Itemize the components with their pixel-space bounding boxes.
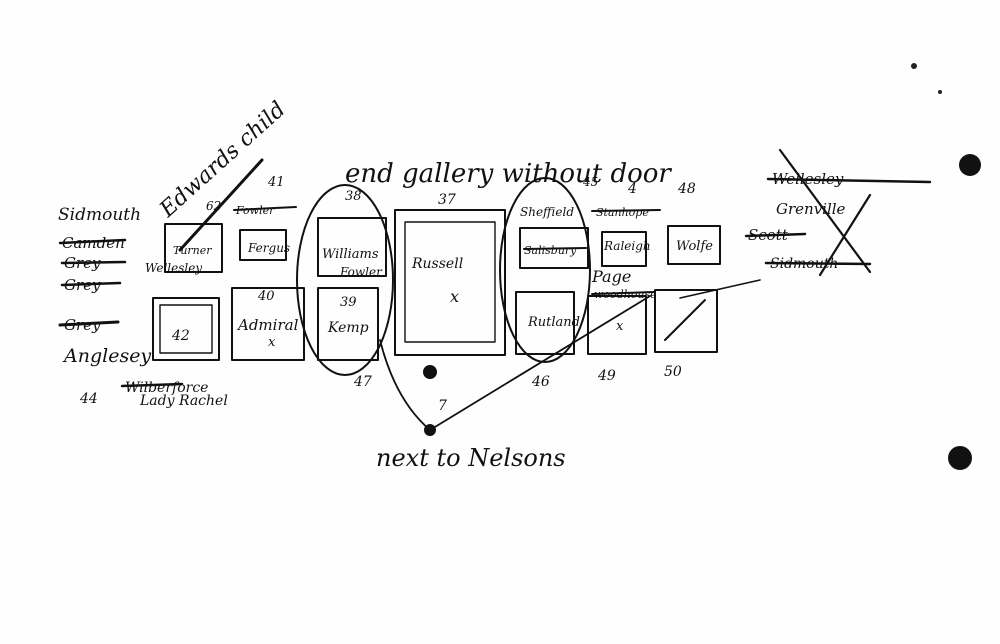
label-williams: Williams [322,247,379,262]
label-41: 41 [267,175,285,190]
label-38: 38 [345,189,362,204]
left-name-1: Sidmouth [58,205,141,225]
picture-frame [231,287,305,361]
label-37: 37 [438,192,456,208]
speck [938,90,942,94]
strike [591,291,655,295]
strike [120,382,184,388]
strike [233,206,297,211]
label-46: 46 [531,374,550,390]
diagonal-mark [664,299,706,341]
strike [58,320,120,327]
label-39: 39 [340,295,357,310]
cross-out [778,148,872,277]
strike [591,209,661,212]
label-wellesley: Wellesley [145,261,202,275]
label-45: 45 [582,175,598,189]
label-49: 49 [597,368,616,384]
label-fowler-2: Fowler [339,265,383,279]
label-fowler: Fowler [235,204,275,217]
picture-frame [667,225,721,265]
label-admiral: Admiral [236,316,299,334]
label-wolfe: Wolfe [676,239,713,254]
picture-frame [317,287,379,361]
diagonal-strike [178,158,264,252]
speck [911,63,917,69]
picture-frame [164,223,223,273]
strike [766,177,932,184]
mark-x: x [450,287,459,306]
label-kemp: Kemp [327,320,369,336]
label-salisbury: Salisbury [524,244,577,257]
picture-frame-inner [159,304,213,354]
label-stanhope: Stanhope [596,206,649,219]
label-lady-rachel: Lady Rachel [139,393,228,409]
label-turner: Turner [173,244,212,257]
label-raleigh: Raleigh [603,239,651,253]
strike [744,232,807,238]
picture-frame [317,217,387,277]
punch-hole [948,446,972,470]
ink-blot [423,365,437,379]
label-48: 48 [677,181,696,197]
label-42: 42 [171,328,190,344]
label-47: 47 [353,374,372,390]
picture-frame [152,297,220,361]
footer-note: next to Nelsons [376,444,566,472]
circled-group [499,177,591,363]
label-russell: Russell [411,256,463,272]
picture-frame-inner [404,221,496,343]
label-4: 4 [627,181,637,197]
mark-x: x [268,335,276,350]
pointer-line [679,279,761,299]
strike [58,238,127,245]
left-name-2: Camden [62,234,125,252]
strike [523,247,587,250]
picture-frame [587,295,647,355]
picture-frame [239,229,287,261]
strike [60,281,122,287]
right-name-2: Grenville [776,200,846,218]
picture-frame [654,289,718,353]
circled-group [296,184,394,376]
label-44: 44 [79,391,98,407]
label-page: Page [591,267,631,286]
lower-left-2: Anglesey [62,345,151,367]
label-50: 50 [664,364,682,380]
label-sheffield: Sheffield [520,205,574,219]
label-fergus: Fergus [247,241,290,255]
label-40: 40 [257,289,275,304]
connecting-line [379,295,651,431]
picture-frame [515,291,575,355]
label-rutland: Rutland [527,315,580,330]
label-woodhouse: woodhouse [594,288,657,301]
label-7: 7 [438,398,447,414]
strike [764,261,872,266]
strike [60,260,127,265]
label-62: 62 [206,199,221,213]
punch-hole [959,154,981,176]
picture-frame [394,209,506,356]
header-note: end gallery without door [345,159,672,189]
picture-frame [601,231,647,267]
mark-x: x [616,319,624,334]
